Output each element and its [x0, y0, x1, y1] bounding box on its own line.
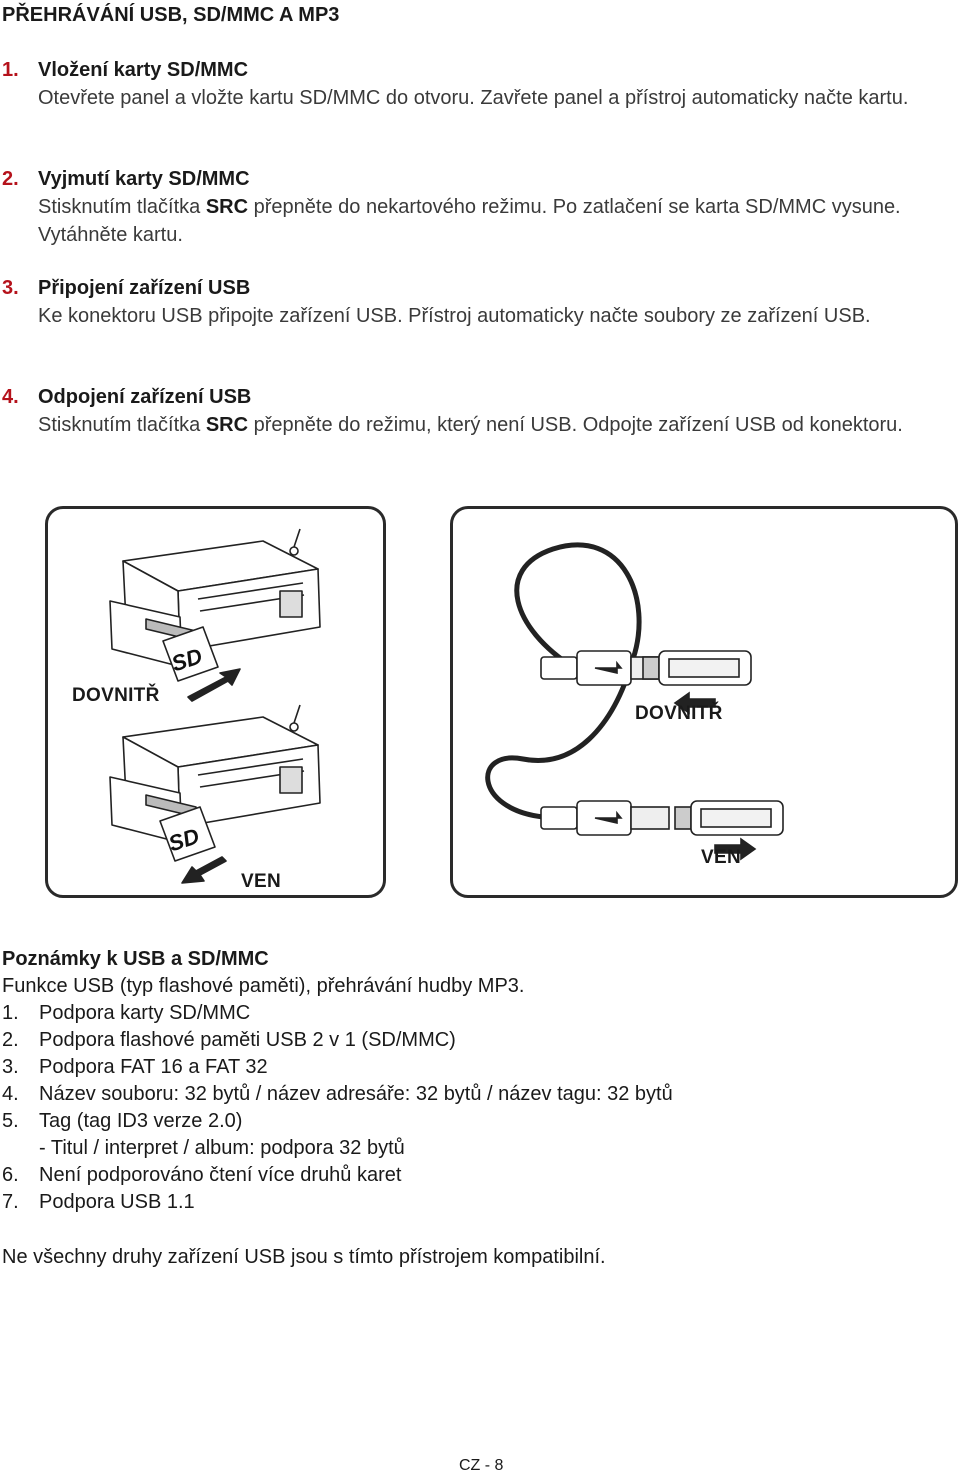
step-text: Stisknutím tlačítka SRC přepněte do neka…	[38, 193, 958, 249]
list-item: 3. Podpora FAT 16 a FAT 32	[2, 1054, 952, 1081]
compatibility-note: Ne všechny druhy zařízení USB jsou s tím…	[2, 1246, 606, 1268]
step-heading: Odpojení zařízení USB	[38, 386, 252, 408]
item-number: 6.	[2, 1164, 19, 1186]
list-item: 1. Podpora karty SD/MMC	[2, 1000, 952, 1027]
step-heading: Vložení karty SD/MMC	[38, 59, 249, 81]
sd-card-out	[159, 806, 216, 862]
list-item: 7. Podpora USB 1.1	[2, 1189, 952, 1216]
label-out: VEN	[241, 871, 281, 892]
item-number: 2.	[2, 1029, 19, 1051]
page-title: PŘEHRÁVÁNÍ USB, SD/MMC A MP3	[2, 4, 340, 26]
item-text: Název souboru: 32 bytů / název adresáře:…	[39, 1083, 673, 1105]
step-text-part: Stisknutím tlačítka	[38, 196, 206, 218]
sd-card-in	[162, 626, 219, 682]
item-text: Podpora USB 1.1	[39, 1191, 195, 1213]
step-text: Ke konektoru USB připojte zařízení USB. …	[38, 305, 871, 327]
item-number: 1.	[2, 1002, 19, 1024]
usb-flash-drive-bottom	[674, 800, 784, 836]
label-out: VEN	[701, 847, 741, 868]
usb-plug-bottom	[540, 800, 670, 836]
list-item: 5. Tag (tag ID3 verze 2.0)	[2, 1108, 952, 1135]
item-text: Tag (tag ID3 verze 2.0)	[39, 1110, 243, 1132]
step-text-part: Stisknutím tlačítka	[38, 414, 206, 436]
page-number: CZ - 8	[459, 1457, 504, 1474]
step-heading: Vyjmutí karty SD/MMC	[38, 168, 250, 190]
step-2: 2. Vyjmutí karty SD/MMC Stisknutím tlačí…	[0, 165, 958, 249]
arrow-out-icon	[714, 837, 757, 861]
item-number: 3.	[2, 1056, 19, 1078]
label-in: DOVNITŘ	[635, 703, 723, 724]
step-text-part: přepněte do režimu, který není USB. Odpo…	[248, 414, 903, 436]
arrow-in-icon	[187, 668, 241, 702]
car-radio-unit-bottom: SD	[109, 704, 321, 862]
usb-sd-notes: Poznámky k USB a SD/MMC Funkce USB (typ …	[2, 946, 952, 1216]
item-text: Podpora flashové paměti USB 2 v 1 (SD/MM…	[39, 1029, 456, 1051]
notes-list: 1. Podpora karty SD/MMC 2. Podpora flashov…	[2, 1000, 952, 1216]
item-text: Není podporováno čtení více druhů karet	[39, 1164, 402, 1186]
notes-title: Poznámky k USB a SD/MMC	[2, 948, 269, 970]
car-radio-unit-top: SD	[109, 528, 321, 682]
sd-card-illustration: SD SD DOVNITŘ VEN	[45, 506, 386, 898]
step-number: 4.	[2, 386, 19, 408]
car-radio-sd-drawing: SD SD	[109, 528, 321, 884]
step-number: 2.	[2, 168, 19, 190]
usb-illustration: DOVNITŘ VEN	[450, 506, 958, 898]
usb-cable-drawing	[485, 542, 784, 861]
step-3: 3. Připojení zařízení USB Ke konektoru U…	[0, 274, 958, 330]
item-text: Podpora FAT 16 a FAT 32	[39, 1056, 268, 1078]
list-item: 6. Není podporováno čtení více druhů kare…	[2, 1162, 952, 1189]
step-number: 3.	[2, 277, 19, 299]
list-sub-item: - Titul / interpret / album: podpora 32 …	[39, 1137, 405, 1159]
item-text: Podpora karty SD/MMC	[39, 1002, 251, 1024]
step-number: 1.	[2, 59, 19, 81]
list-item: 2. Podpora flashové paměti USB 2 v 1 (SD/…	[2, 1027, 952, 1054]
step-1: 1. Vložení karty SD/MMC Otevřete panel a…	[0, 56, 958, 112]
notes-intro: Funkce USB (typ flashové paměti), přehrá…	[2, 975, 525, 997]
src-key-label: SRC	[205, 196, 249, 218]
arrow-in-icon	[673, 691, 716, 715]
usb-flash-drive-top	[642, 650, 752, 686]
step-4: 4. Odpojení zařízení USB Stisknutím tlač…	[0, 383, 958, 439]
item-number: 4.	[2, 1083, 19, 1105]
label-in: DOVNITŘ	[72, 685, 160, 706]
step-text: Stisknutím tlačítka SRC přepněte do reži…	[38, 411, 958, 439]
step-text: Otevřete panel a vložte kartu SD/MMC do …	[38, 87, 909, 109]
arrow-out-icon	[181, 856, 227, 884]
item-number: 5.	[2, 1110, 19, 1132]
list-item: 4. Název souboru: 32 bytů / název adresář…	[2, 1081, 952, 1108]
step-text-part: přepněte do nekartového režimu. Po zatla…	[38, 196, 901, 246]
step-heading: Připojení zařízení USB	[38, 277, 251, 299]
item-number: 7.	[2, 1191, 19, 1213]
src-key-label: SRC	[205, 414, 249, 436]
